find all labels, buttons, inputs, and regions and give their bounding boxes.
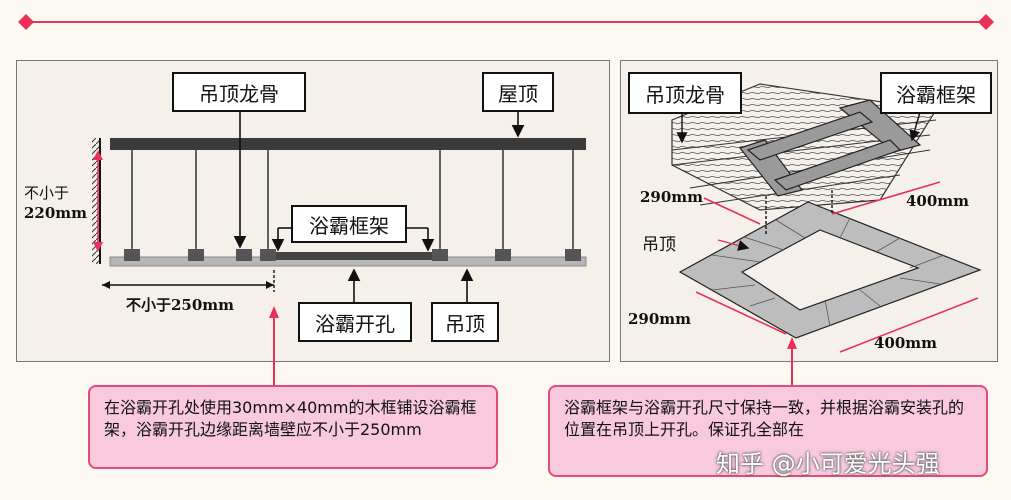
dim-height-line1: 不小于 — [24, 184, 70, 202]
dim-opening-width: 290mm — [628, 310, 692, 328]
dim-height-line2: 220mm — [24, 204, 88, 222]
label-roof: 屋顶 — [482, 72, 554, 112]
dim-frame-width: 290mm — [640, 188, 704, 206]
label-ceiling-keel: 吊顶龙骨 — [172, 72, 306, 112]
label-bath-heater-opening: 浴霸开孔 — [298, 302, 412, 342]
label-ceiling: 吊顶 — [431, 302, 499, 342]
watermark: 知乎 @小可爱光头强 — [716, 450, 940, 478]
hanging-rods — [131, 150, 574, 252]
roof-beam — [110, 138, 586, 150]
label-bath-heater-frame: 浴霸框架 — [291, 205, 407, 243]
dim-opening-length: 400mm — [874, 334, 938, 352]
label-right-bath-heater-frame: 浴霸框架 — [880, 72, 992, 114]
label-right-ceiling-keel: 吊顶龙骨 — [628, 72, 742, 114]
dim-width: 不小于250mm — [126, 296, 235, 314]
bath-heater-frame-bar — [276, 252, 432, 260]
right-frame — [738, 99, 922, 197]
top-rule — [18, 14, 994, 30]
label-right-ceiling: 吊顶 — [642, 235, 676, 255]
keel-blocks — [124, 249, 581, 261]
right-note: 浴霸框架与浴霸开孔尺寸保持一致，并根据浴霸安装孔的位置在吊顶上开孔。保证孔全部在 — [548, 385, 988, 477]
left-note: 在浴霸开孔处使用30mm×40mm的木框铺设浴霸框架，浴霸开孔边缘距离墙壁应不小… — [88, 385, 498, 469]
dim-frame-length: 400mm — [906, 192, 970, 210]
right-ceiling-board — [678, 201, 982, 339]
